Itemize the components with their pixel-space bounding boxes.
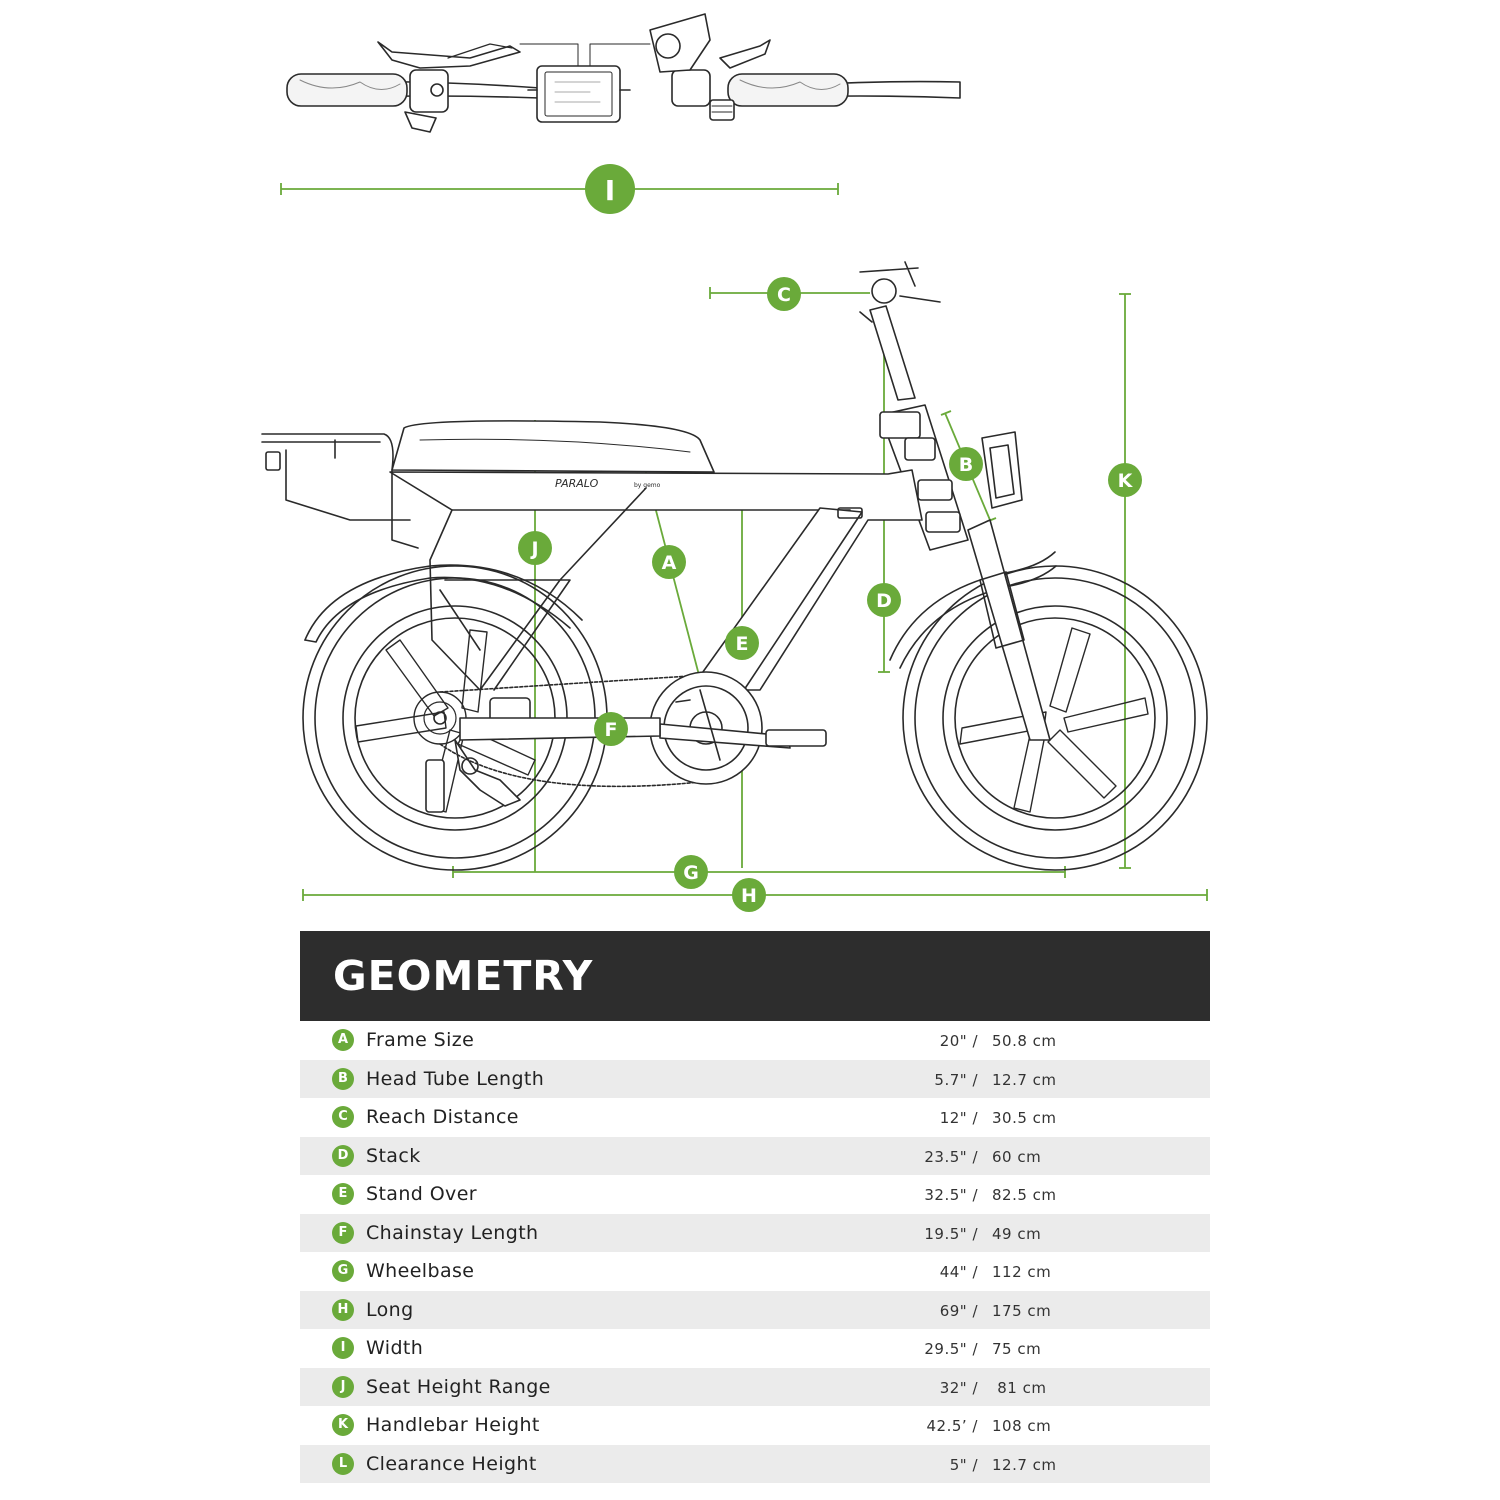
row-metric-value: 30.5 cm: [992, 1109, 1057, 1127]
row-label: Seat Height Range: [366, 1375, 551, 1398]
dimension-lines: [280, 183, 1208, 901]
table-row: A Frame Size 20" / 50.8 cm: [300, 1021, 1210, 1060]
row-label: Stack: [366, 1144, 421, 1167]
frame-brand-text: PARALO: [555, 477, 599, 490]
row-letter-badge: B: [332, 1067, 354, 1090]
svg-text:B: B: [959, 454, 973, 476]
row-metric-value: 50.8 cm: [992, 1032, 1057, 1050]
row-imperial-value: 5" /: [949, 1455, 978, 1474]
bike-geometry-diagram: PARALO by gemo I C B K J A D: [261, 13, 1208, 912]
marker-i: I: [585, 164, 635, 214]
row-letter-badge: K: [332, 1414, 354, 1436]
marker-a: A: [652, 545, 686, 579]
table-row: J Seat Height Range 32" / 81 cm: [300, 1367, 1210, 1406]
geometry-header: GEOMETRY: [300, 931, 1210, 1021]
row-imperial-value: 42.5’ /: [926, 1417, 978, 1435]
svg-text:C: C: [777, 284, 791, 306]
row-letter-badge: G: [332, 1260, 354, 1282]
row-letter-badge: L: [332, 1452, 354, 1475]
marker-k: K: [1108, 463, 1142, 497]
bike-side-view: PARALO by gemo: [261, 261, 1208, 871]
table-row: G Wheelbase 44" / 112 cm: [300, 1252, 1210, 1291]
row-imperial-value: 12" /: [939, 1109, 978, 1127]
row-letter-badge: I: [332, 1337, 354, 1359]
dimension-markers: I C B K J A D E: [518, 164, 1142, 912]
row-imperial-value: 19.5" /: [924, 1224, 978, 1243]
svg-text:F: F: [605, 719, 618, 741]
row-label: Frame Size: [366, 1029, 475, 1051]
row-metric-value: 12.7 cm: [992, 1455, 1057, 1474]
row-label: Head Tube Length: [366, 1067, 545, 1090]
row-metric-value: 81 cm: [992, 1378, 1047, 1397]
row-imperial-value: 29.5" /: [924, 1340, 978, 1358]
geometry-table: A Frame Size 20" / 50.8 cm B Head Tube Length…: [300, 1021, 1210, 1483]
row-label: Chainstay Length: [366, 1221, 539, 1244]
table-row: H Long 69" / 175 cm: [300, 1290, 1210, 1329]
svg-text:H: H: [741, 885, 757, 907]
marker-f: F: [594, 712, 628, 746]
row-letter-badge: H: [332, 1298, 354, 1321]
table-row: B Head Tube Length 5.7" / 12.7 cm: [300, 1059, 1210, 1098]
row-imperial-value: 20" /: [939, 1032, 978, 1050]
table-row: C Reach Distance 12" / 30.5 cm: [300, 1098, 1210, 1137]
table-row: F Chainstay Length 19.5" / 49 cm: [300, 1213, 1210, 1252]
row-imperial-value: 5.7" /: [934, 1070, 978, 1089]
table-row: D Stack 23.5" / 60 cm: [300, 1136, 1210, 1175]
marker-d: D: [867, 583, 901, 617]
handlebar-top-view: [286, 13, 961, 133]
table-row: K Handlebar Height 42.5’ / 108 cm: [300, 1406, 1210, 1445]
row-letter-badge: J: [332, 1375, 354, 1398]
marker-e: E: [725, 626, 759, 660]
marker-b: B: [949, 447, 983, 481]
row-label: Stand Over: [366, 1183, 477, 1205]
svg-text:D: D: [876, 590, 892, 612]
row-imperial-value: 32.5" /: [924, 1186, 978, 1204]
row-letter-badge: C: [332, 1106, 354, 1128]
row-metric-value: 175 cm: [992, 1301, 1052, 1320]
row-label: Clearance Height: [366, 1452, 537, 1475]
geometry-title: GEOMETRY: [333, 952, 594, 1000]
row-metric-value: 49 cm: [992, 1224, 1042, 1243]
row-letter-badge: D: [332, 1144, 354, 1167]
row-letter-badge: E: [332, 1183, 354, 1205]
marker-j: J: [518, 531, 552, 565]
row-label: Width: [366, 1337, 424, 1359]
row-label: Long: [366, 1298, 414, 1321]
table-row: I Width 29.5" / 75 cm: [300, 1329, 1210, 1368]
row-imperial-value: 32" /: [939, 1378, 978, 1397]
marker-c: C: [767, 277, 801, 311]
svg-text:K: K: [1118, 470, 1134, 492]
row-metric-value: 75 cm: [992, 1340, 1042, 1358]
row-metric-value: 12.7 cm: [992, 1070, 1057, 1089]
svg-text:E: E: [736, 633, 749, 655]
row-metric-value: 82.5 cm: [992, 1186, 1057, 1204]
row-letter-badge: A: [332, 1029, 354, 1051]
row-imperial-value: 44" /: [939, 1263, 978, 1281]
row-letter-badge: F: [332, 1221, 354, 1244]
svg-text:A: A: [662, 552, 677, 574]
table-row: E Stand Over 32.5" / 82.5 cm: [300, 1175, 1210, 1214]
svg-text:I: I: [605, 174, 615, 207]
row-metric-value: 112 cm: [992, 1263, 1052, 1281]
row-label: Reach Distance: [366, 1106, 519, 1128]
marker-h: H: [732, 878, 766, 912]
table-row: L Clearance Height 5" / 12.7 cm: [300, 1444, 1210, 1483]
row-label: Handlebar Height: [366, 1414, 540, 1436]
frame-brand-subtext: by gemo: [634, 482, 661, 489]
row-metric-value: 60 cm: [992, 1147, 1042, 1166]
marker-g: G: [674, 855, 708, 889]
svg-text:J: J: [529, 538, 538, 560]
row-metric-value: 108 cm: [992, 1417, 1052, 1435]
row-imperial-value: 69" /: [939, 1301, 978, 1320]
row-label: Wheelbase: [366, 1260, 475, 1282]
row-imperial-value: 23.5" /: [924, 1147, 978, 1166]
svg-text:G: G: [683, 862, 699, 884]
